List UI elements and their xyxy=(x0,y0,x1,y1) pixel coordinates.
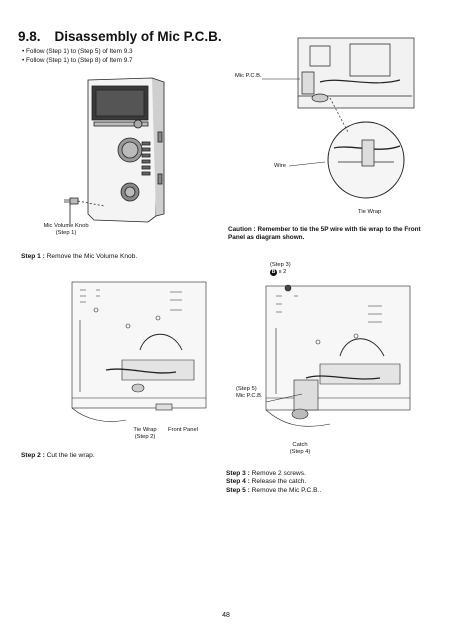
catch-callout: Catch (Step 4) xyxy=(284,442,316,456)
tie-wrap-step: (Step 2) xyxy=(134,434,156,440)
intro-step: Follow (Step 1) to (Step 5) of Item 9.3 xyxy=(22,47,133,56)
step-3-label: Step 3 : xyxy=(226,470,250,477)
mic-pcb-leader xyxy=(262,78,300,80)
mic-pcb-leader-fig4 xyxy=(266,393,303,403)
screw-count-text: x 2 xyxy=(278,269,287,275)
step-4-label: Step 4 : xyxy=(226,478,250,486)
mic-knob-label: Mic Volume Knob (Step 1) xyxy=(36,223,96,237)
step-5-text: Remove the Mic P.C.B.. xyxy=(251,486,322,494)
step3-callout: (Step 3) B x 2 xyxy=(270,262,291,276)
tie-wrap-name: Tie Wrap xyxy=(133,427,157,433)
screw-icon: B xyxy=(270,269,277,276)
step-2: Step 2 : Cut the tie wrap. xyxy=(21,452,95,460)
step-4-text: Release the catch. xyxy=(251,478,307,486)
step5-label: (Step 5) xyxy=(236,386,257,392)
step5-callout: (Step 5) Mic P.C.B. xyxy=(236,386,263,400)
front-panel-label: Front Panel xyxy=(168,427,198,433)
page-number: 48 xyxy=(222,612,230,619)
section-heading: Disassembly of Mic P.C.B. xyxy=(54,29,222,44)
step-5-label: Step 5 : xyxy=(226,486,250,494)
intro-step: Follow (Step 1) to (Step 8) of Item 9.7 xyxy=(22,56,133,65)
section-title: 9.8. Disassembly of Mic P.C.B. xyxy=(18,29,222,44)
intro-step-list: Follow (Step 1) to (Step 5) of Item 9.3 … xyxy=(22,47,133,65)
step-2-text: Cut the tie wrap. xyxy=(46,452,95,459)
step3-label: (Step 3) xyxy=(270,262,291,268)
step-1: Step 1 : Remove the Mic Volume Knob. xyxy=(21,253,137,261)
tie-wrap-figure xyxy=(71,281,207,422)
step-2-label: Step 2 : xyxy=(21,452,45,459)
mic-pcb-label-fig4: Mic P.C.B. xyxy=(236,393,263,399)
front-panel-figure xyxy=(64,77,165,224)
step-5: Step 5 : Remove the Mic P.C.B.. xyxy=(226,487,321,495)
mic-knob-step: (Step 1) xyxy=(55,230,77,236)
step-3-text: Remove 2 screws. xyxy=(251,470,306,477)
wire-label: Wire xyxy=(274,163,286,169)
tie-wrap-label-fig3: Tie Wrap (Step 2) xyxy=(127,427,163,441)
catch-step: (Step 4) xyxy=(289,449,311,455)
step-1-text: Remove the Mic Volume Knob. xyxy=(46,253,138,260)
mic-knob-name: Mic Volume Knob xyxy=(43,223,89,229)
wire-leader xyxy=(289,161,326,167)
mic-pcb-label-fig2: Mic P.C.B. xyxy=(235,73,262,79)
step-3: Step 3 : Remove 2 screws. xyxy=(226,470,321,478)
catch-label: Catch xyxy=(292,442,308,448)
mic-pcb-wire-figure xyxy=(297,37,415,199)
screw-count: B x 2 xyxy=(270,269,291,276)
caution-note: Caution : Remember to tie the 5P wire wi… xyxy=(228,226,421,241)
section-number: 9.8. xyxy=(18,29,41,44)
tie-wrap-label-fig2: Tie Wrap xyxy=(358,209,382,215)
step-4: Step 4 : Release the catch. xyxy=(226,478,321,486)
mic-pcb-removal-figure xyxy=(265,284,411,427)
step-1-label: Step 1 : xyxy=(21,253,45,260)
steps-right: Step 3 : Remove 2 screws. Step 4 : Relea… xyxy=(226,470,321,495)
